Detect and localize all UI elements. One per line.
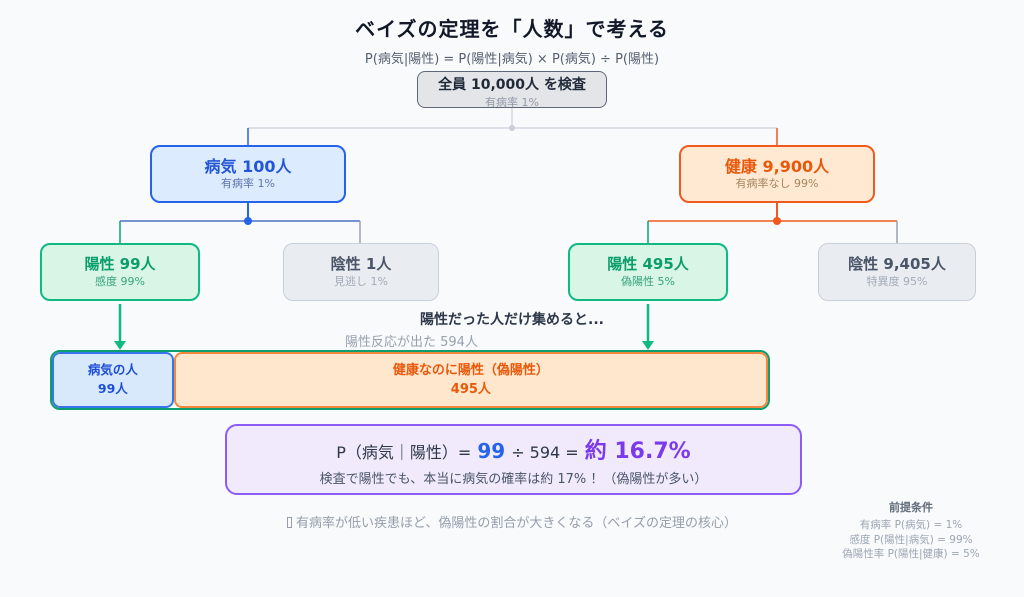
equation-result-value: 約 16.7%	[584, 438, 691, 464]
node-disease-label: 病気 100人	[204, 156, 292, 176]
node-healthy: 健康 9,900人 有病率なし 99%	[679, 145, 875, 203]
node-healthy-label: 健康 9,900人	[724, 156, 830, 176]
node-healthy-negative: 陰性 9,405人 特異度 95%	[818, 243, 976, 301]
node-healthy-negative-label: 陰性 9,405人	[848, 255, 946, 274]
result-note: 検査で陽性でも、本当に病気の確率は約 17% ！（偽陽性が多い）	[319, 471, 708, 487]
premise-sensitivity: 感度 P(陽性|病気) = 99%	[849, 533, 973, 546]
node-disease-positive: 陽性 99人 感度 99%	[40, 243, 200, 301]
collect-caption: 陽性反応が出た 594人	[345, 335, 478, 350]
node-disease-positive-sub: 感度 99%	[95, 274, 145, 288]
premises-title: 前提条件	[889, 501, 933, 514]
bayes-formula: P(病気|陽性) = P(陽性|病気) × P(病気) ÷ P(陽性)	[364, 52, 660, 67]
bar-segment-false-positive: 健康なのに陽性（偽陽性） 495人	[173, 352, 768, 408]
result-equation: P（病気｜陽性）= 99 ÷ 594 = 約 16.7%	[336, 433, 690, 465]
page-title: ベイズの定理を「人数」で考える	[355, 17, 669, 41]
footnote: 有病率が低い疾患ほど、偽陽性の割合が大きくなる（ベイズの定理の核心）	[0, 512, 1024, 531]
right-pool-arrowhead	[642, 341, 654, 350]
healthy-junction-dot	[773, 217, 781, 225]
node-healthy-negative-sub: 特異度 95%	[866, 274, 928, 288]
node-disease-negative: 陰性 1人 見逃し 1%	[283, 243, 439, 301]
bar-segment-false-positive-line1: 健康なのに陽性（偽陽性）	[392, 362, 549, 378]
node-total-tested: 全員 10,000人 を検査 有病率 1%	[417, 71, 607, 109]
root-junction-dot	[509, 125, 515, 131]
equation-middle: ÷ 594 =	[511, 442, 579, 462]
collect-heading: 陽性だった人だけ集めると...	[420, 312, 604, 328]
disease-junction-dot	[244, 217, 252, 225]
node-disease-sub: 有病率 1%	[221, 177, 275, 191]
footnote-text: 有病率が低い疾患ほど、偽陽性の割合が大きくなる（ベイズの定理の核心）	[296, 516, 737, 531]
bar-segment-false-positive-line2: 495人	[450, 382, 491, 397]
premise-prevalence: 有病率 P(病気) = 1%	[859, 519, 963, 531]
bar-segment-disease-line2: 99人	[97, 381, 128, 396]
node-disease: 病気 100人 有病率 1%	[150, 145, 346, 203]
positive-pool-bar: 病気の人 99人 健康なのに陽性（偽陽性） 495人	[50, 350, 770, 410]
missing-glyph-icon	[287, 517, 293, 528]
node-disease-negative-sub: 見逃し 1%	[334, 274, 388, 288]
bar-segment-disease: 病気の人 99人	[52, 352, 174, 408]
left-pool-arrowhead	[114, 341, 126, 350]
node-disease-positive-label: 陽性 99人	[84, 255, 156, 274]
node-healthy-positive: 陽性 495人 偽陽性 5%	[568, 243, 728, 301]
node-healthy-sub: 有病率なし 99%	[735, 177, 819, 191]
node-healthy-positive-sub: 偽陽性 5%	[621, 274, 675, 288]
node-total-sub: 有病率 1%	[485, 95, 539, 109]
bar-segment-disease-line1: 病気の人	[87, 362, 138, 378]
node-healthy-positive-label: 陽性 495人	[607, 255, 689, 274]
equation-prefix: P（病気｜陽性）=	[336, 442, 472, 462]
result-box: P（病気｜陽性）= 99 ÷ 594 = 約 16.7% 検査で陽性でも、本当に…	[225, 424, 802, 495]
node-total-label: 全員 10,000人 を検査	[438, 77, 586, 93]
node-disease-negative-label: 陰性 1人	[330, 255, 392, 274]
premises-block: 前提条件 有病率 P(病気) = 1% 感度 P(陽性|病気) = 99% 偽陽…	[822, 499, 1000, 562]
equation-numerator: 99	[477, 438, 506, 463]
premise-false-positive-rate: 偽陽性率 P(陽性|健康) = 5%	[842, 548, 980, 560]
